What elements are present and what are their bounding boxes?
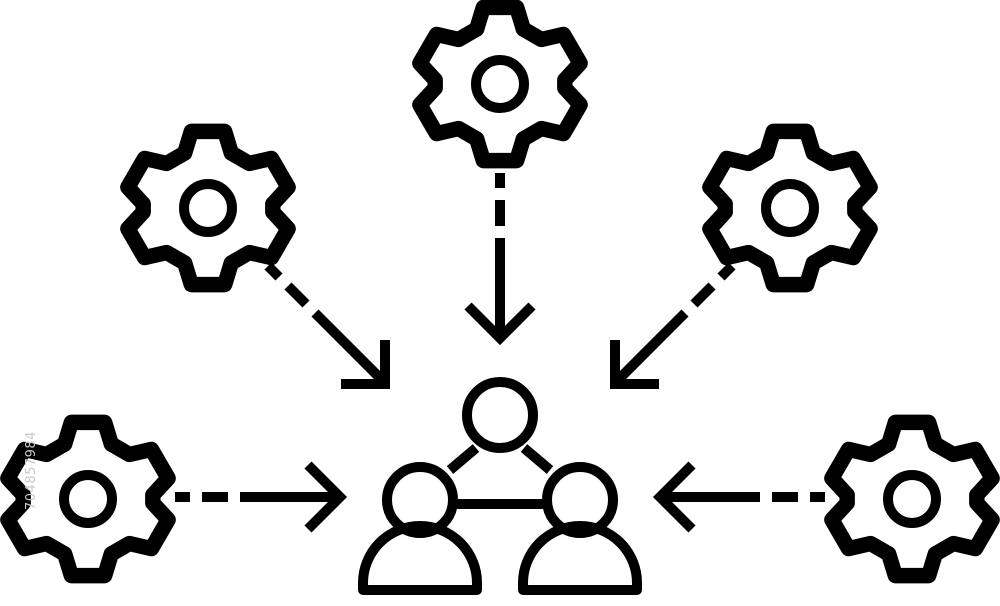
person-head-left: [382, 462, 458, 538]
arrow-lower-right: [652, 461, 825, 533]
person-body-right: [518, 521, 642, 595]
gear-icon-lower-right: [832, 422, 992, 575]
gear-icon-upper-left: [128, 131, 288, 284]
arrow-lower-left: [175, 461, 348, 533]
arrow-top: [464, 173, 536, 346]
person-head-right: [542, 462, 618, 538]
gear-icon-top: [420, 7, 580, 160]
person-head-top: [462, 377, 538, 453]
gear-icon-upper-right: [710, 131, 870, 284]
watermark-id: 704857984: [6, 360, 39, 510]
arrow-upper-left: [264, 262, 390, 389]
arrow-upper-right: [610, 262, 736, 389]
watermark-id-text: 704857984: [24, 431, 39, 510]
people-group-icon: [358, 377, 642, 595]
person-body-left: [358, 521, 482, 595]
